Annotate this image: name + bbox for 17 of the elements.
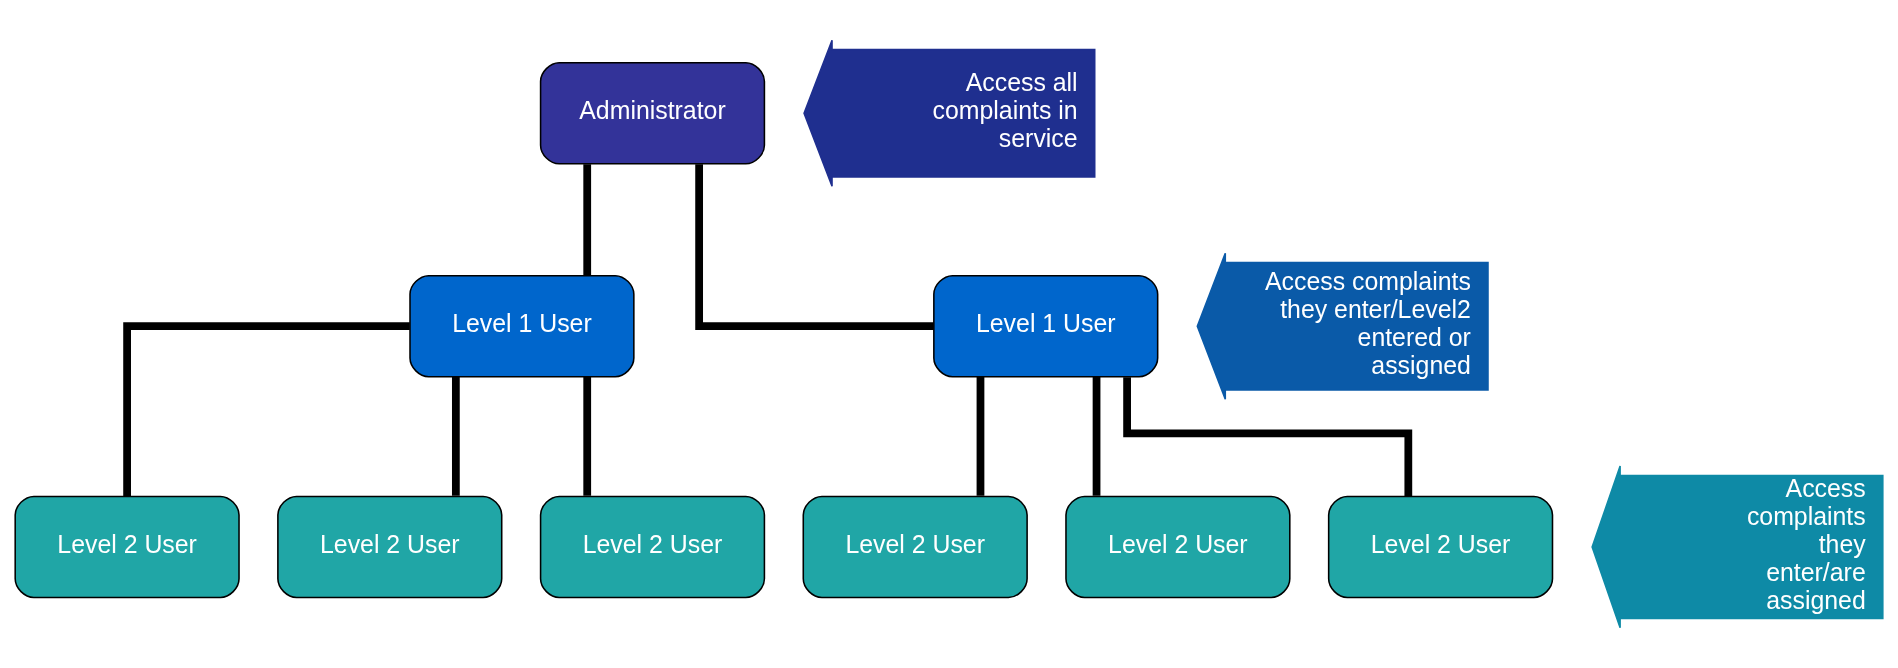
connector [583, 376, 592, 496]
node-box: Level 2 User [539, 495, 766, 599]
node-box: Level 2 User [1065, 495, 1291, 599]
node-box: Level 1 User [409, 274, 635, 378]
connector [583, 164, 592, 276]
connector [1092, 376, 1101, 496]
connector [123, 322, 410, 497]
node-box: Administrator [539, 62, 766, 165]
node-box: Level 2 User [14, 495, 240, 599]
connector [452, 376, 460, 496]
connector [976, 376, 985, 496]
node-box: Level 2 User [802, 495, 1028, 599]
node-box: Level 2 User [1327, 495, 1554, 599]
node-box: Level 2 User [277, 495, 503, 599]
connector [1123, 377, 1413, 497]
connector [695, 164, 934, 331]
node-box: Level 1 User [933, 274, 1159, 378]
